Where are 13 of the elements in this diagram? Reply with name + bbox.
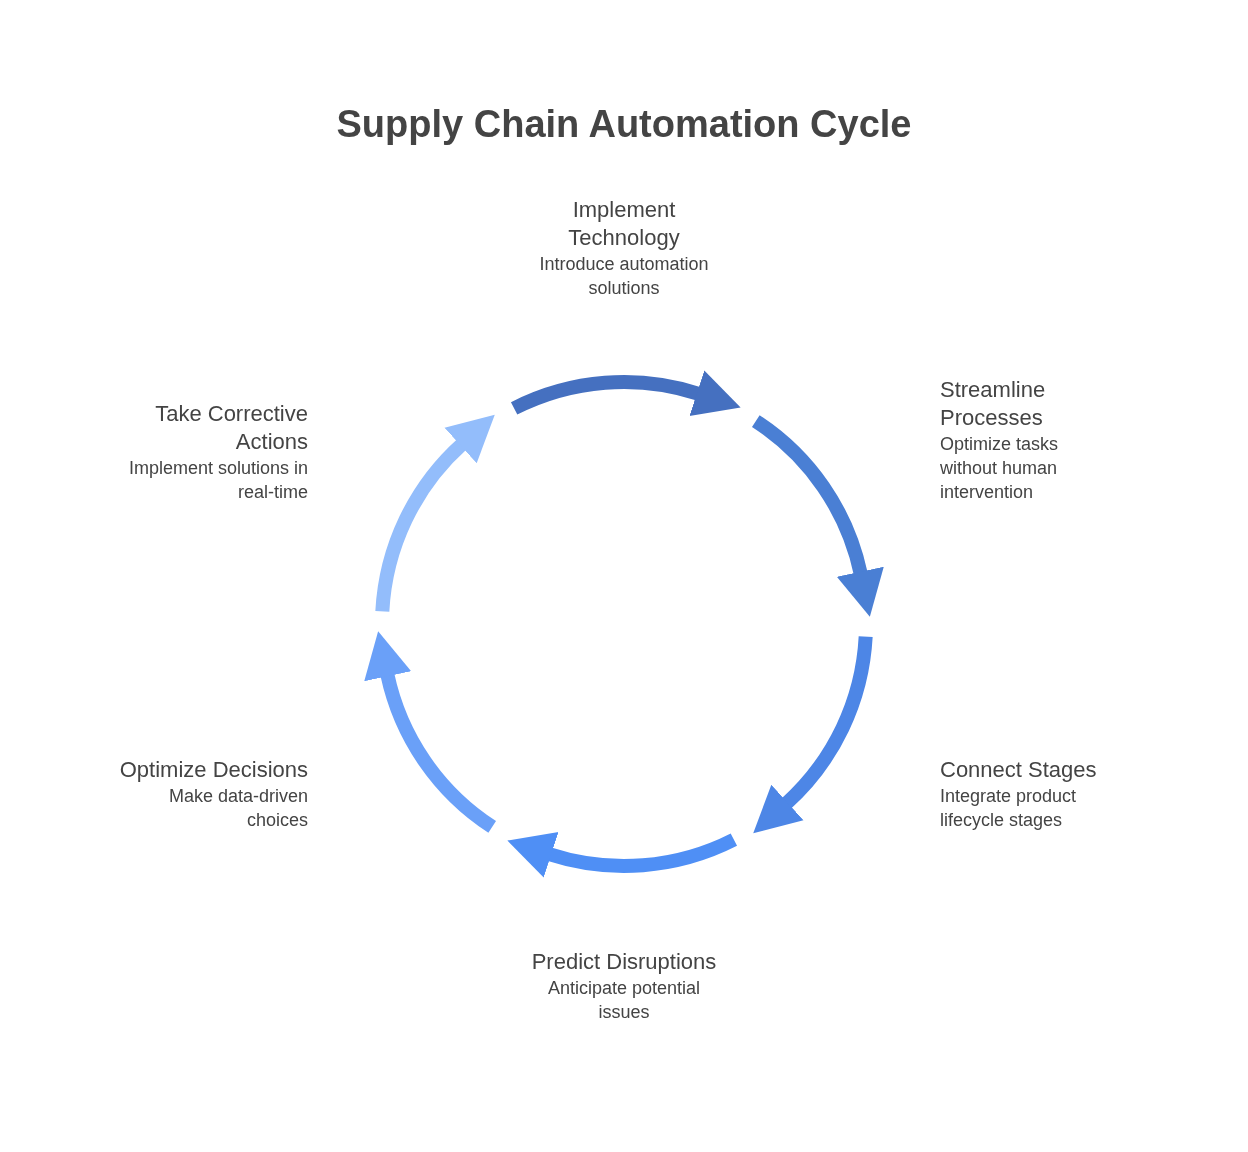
step-heading: Connect Stages — [940, 756, 1097, 784]
step-description: Integrate product lifecycle stages — [940, 785, 1078, 832]
step-heading: Implement Technology — [567, 196, 681, 252]
step-heading: Optimize Decisions — [119, 756, 308, 784]
step-description: Optimize tasks without human intervention — [940, 433, 1060, 504]
step-description: Anticipate potential issues — [546, 977, 702, 1024]
step-description: Introduce automation solutions — [538, 253, 710, 300]
step-description: Make data-driven choices — [167, 785, 308, 832]
diagram-title: Supply Chain Automation Cycle — [335, 102, 913, 147]
step-heading: Predict Disruptions — [531, 948, 717, 976]
step-heading: Take Corrective Actions — [154, 400, 308, 456]
step-heading: Streamline Processes — [940, 376, 1047, 432]
step-description: Implement solutions in real-time — [128, 457, 308, 504]
